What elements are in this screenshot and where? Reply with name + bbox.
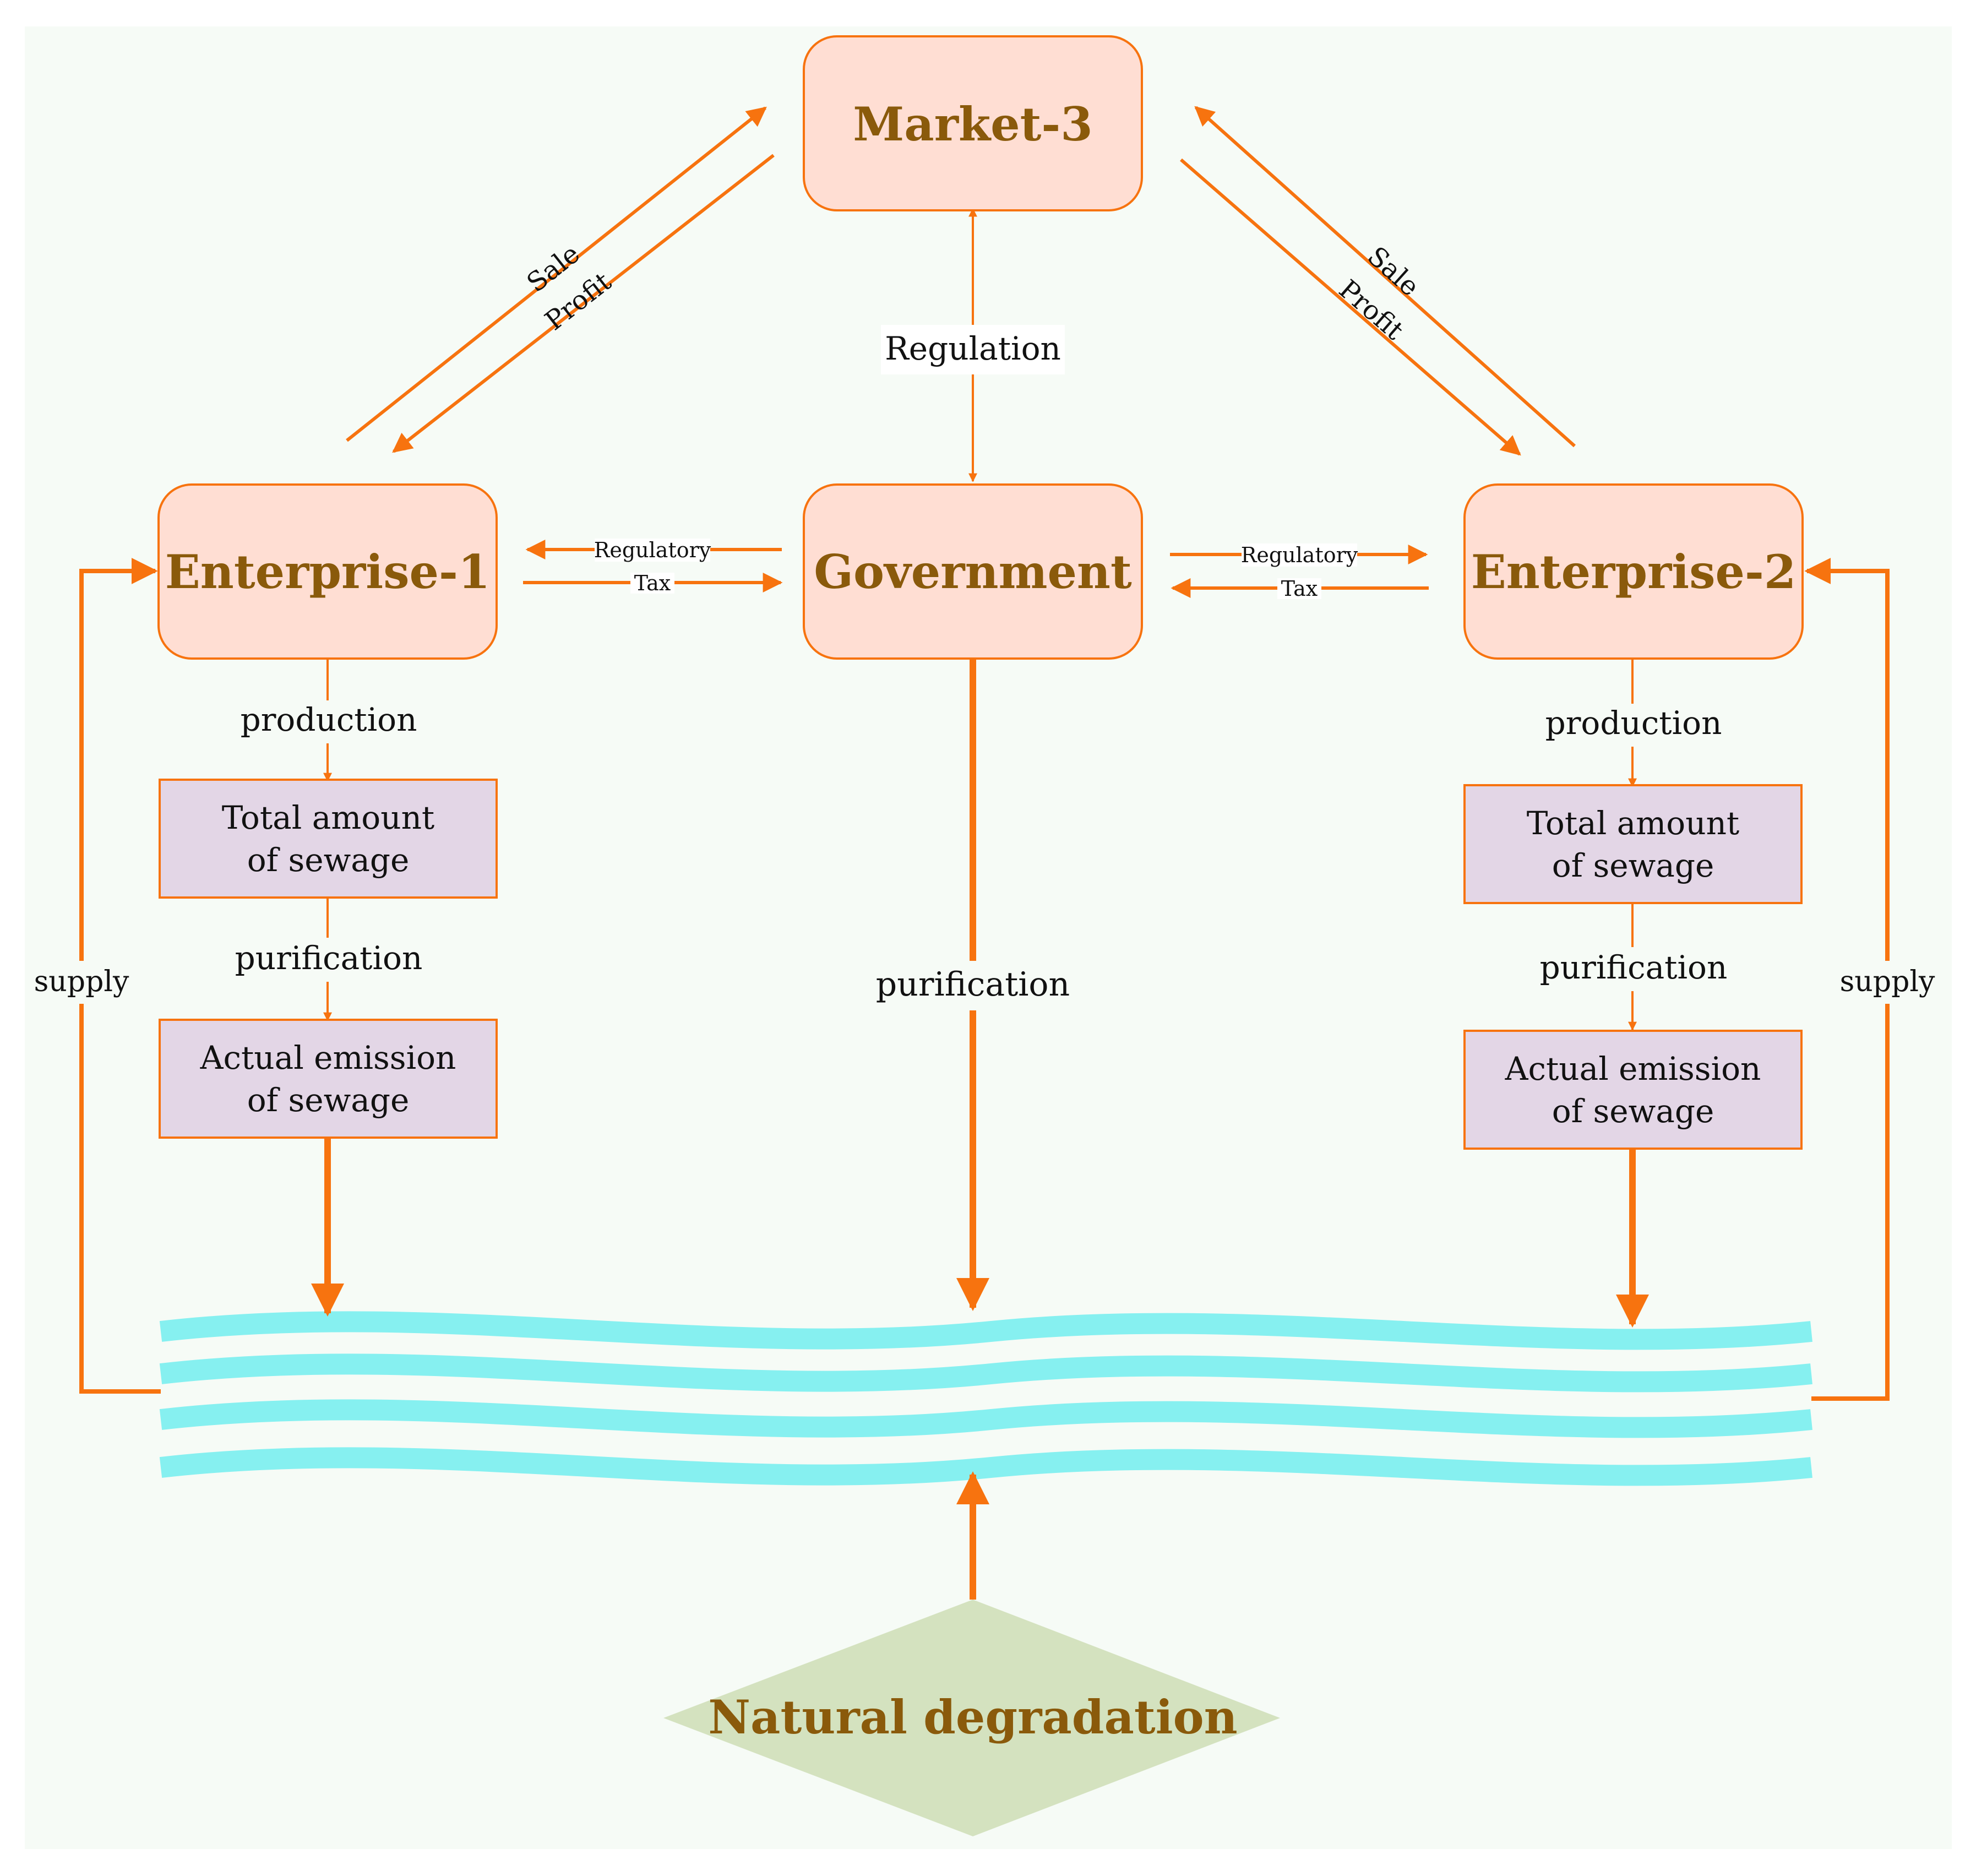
svg-text:Total amount: Total amount [222,799,435,836]
svg-text:of sewage: of sewage [247,1081,410,1119]
svg-text:Total amount: Total amount [1527,804,1740,842]
node-natural-degradation: Natural degradation [663,1600,1280,1836]
node-government: Government [803,483,1143,660]
label-supply-right: supply [1840,965,1935,998]
box-total-sewage-1: Total amount of sewage [159,779,498,899]
arrow-profit-right [1180,158,1521,456]
river-waves [159,1311,1812,1486]
label-purification-center: purification [876,965,1070,1004]
svg-text:of sewage: of sewage [1552,847,1714,884]
label-supply-left: supply [34,965,129,998]
box-actual-emission-2: Actual emission of sewage [1463,1030,1803,1150]
svg-text:Enterprise-2: Enterprise-2 [1471,545,1797,599]
label-regulation: Regulation [885,330,1061,367]
label-production-left: production [241,701,417,738]
svg-text:Natural degradation: Natural degradation [708,1690,1238,1744]
label-tax-left: Tax [634,571,671,595]
node-enterprise-2: Enterprise-2 [1463,483,1804,660]
arrow-sale-right [1194,106,1576,448]
svg-text:Enterprise-1: Enterprise-1 [165,545,491,599]
label-tax-right: Tax [1281,577,1318,601]
arrow-profit-left [392,154,775,453]
box-actual-emission-1: Actual emission of sewage [159,1019,498,1139]
arrow-sale-left [346,106,767,442]
box-total-sewage-2: Total amount of sewage [1463,784,1803,904]
svg-text:Actual emission: Actual emission [200,1039,456,1076]
label-regulatory-left: Regulatory [594,538,711,562]
svg-text:Actual emission: Actual emission [1505,1050,1761,1087]
node-market: Market-3 [803,35,1143,211]
svg-text:of sewage: of sewage [247,841,410,879]
label-production-right: production [1545,704,1722,742]
node-enterprise-1: Enterprise-1 [157,483,498,660]
svg-text:Market-3: Market-3 [853,97,1092,151]
label-regulatory-right: Regulatory [1241,543,1358,567]
label-purification-left: purification [235,939,423,977]
svg-text:of sewage: of sewage [1552,1092,1714,1130]
svg-text:Government: Government [814,545,1132,599]
label-purification-right: purification [1540,949,1728,986]
